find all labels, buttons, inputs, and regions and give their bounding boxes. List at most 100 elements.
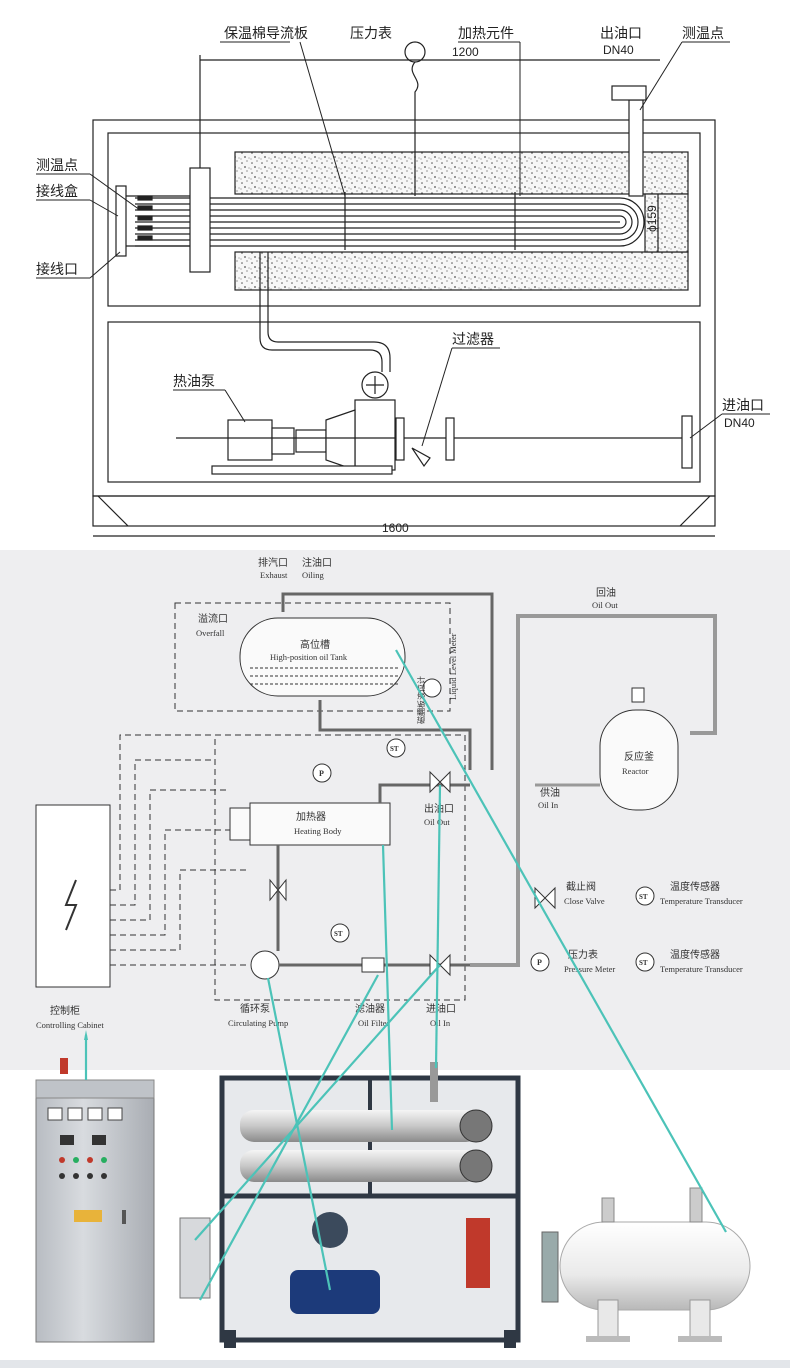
leader-heater xyxy=(381,844,394,1131)
schematic-labels: 排汽口 Exhaust 注油口 Oiling 溢流口 Overfall 高位槽 … xyxy=(36,556,743,1030)
legend-p-cn: 压力表 xyxy=(568,948,598,961)
pressure-gauge-symbol-label: P xyxy=(319,769,324,778)
exhaust-cn: 排汽口 xyxy=(258,556,288,569)
oiling-cn: 注油口 xyxy=(302,556,332,569)
legend-valve-cn: 截止阀 xyxy=(566,880,596,893)
legend-st-icon-2 xyxy=(635,952,655,972)
label-diameter: ϕ159 xyxy=(645,205,659,232)
pump-housing xyxy=(354,399,396,471)
overfall-cn: 溢流口 xyxy=(198,612,228,625)
dimension-1200: 1200 xyxy=(452,45,479,59)
legend-st-icon-1 xyxy=(635,886,655,906)
label-heating-element: 加热元件 xyxy=(458,26,514,42)
outlet-valve-icon xyxy=(429,770,451,794)
label-oil-outlet: 出油口 xyxy=(600,26,642,42)
left-flange xyxy=(189,167,211,273)
schematic-background xyxy=(0,550,790,1070)
legend-st-1-label: ST xyxy=(639,893,648,901)
junction-box xyxy=(115,185,127,257)
leader-inlet xyxy=(194,964,441,1241)
insulation-end xyxy=(644,193,689,253)
insulation-bottom xyxy=(234,251,689,291)
st-sensor-bottom-label: ST xyxy=(334,930,343,938)
tank-en: High-position oil Tank xyxy=(270,652,348,662)
frame-base xyxy=(92,495,716,527)
base-feet xyxy=(97,495,711,527)
level-cn: 磁翻板液位计 xyxy=(416,676,426,724)
legend-p-en: Pressure Meter xyxy=(564,964,615,974)
cabinet-cn: 控制柜 xyxy=(50,1004,80,1017)
st-sensor-top-label: ST xyxy=(390,745,399,753)
warning-light-icon xyxy=(60,1058,68,1074)
pump-motor xyxy=(227,419,273,461)
label-oil-inlet-size: DN40 xyxy=(724,416,755,430)
st-sensor-top xyxy=(386,738,406,758)
inlet-cn: 进油口 xyxy=(426,1002,456,1015)
oiling-en: Oiling xyxy=(302,570,324,580)
heater-to-pump-pipe xyxy=(259,252,383,372)
leader-tank xyxy=(395,649,727,1233)
label-pressure-gauge: 压力表 xyxy=(350,26,392,42)
label-oil-outlet-size: DN40 xyxy=(603,43,634,57)
gauge-pipe xyxy=(411,61,419,196)
heater-tube-bundle xyxy=(135,192,645,250)
overfall-en: Overfall xyxy=(196,628,225,638)
heater-dashed-box xyxy=(214,734,466,1001)
upper-chamber xyxy=(107,132,701,307)
heater-cn: 加热器 xyxy=(296,810,326,823)
heating-body xyxy=(249,802,391,846)
top-leaders xyxy=(36,41,770,447)
outlet-en: Oil Out xyxy=(424,817,450,827)
lower-chamber xyxy=(107,321,701,483)
reactor-vessel xyxy=(599,709,679,811)
photo-expansion-tank xyxy=(541,1187,751,1342)
insulation-top xyxy=(234,151,689,195)
inlet-flange xyxy=(681,415,693,469)
label-temp-point-left: 测温点 xyxy=(36,158,78,174)
indicator-lamps xyxy=(59,1157,107,1179)
leader-pump xyxy=(266,977,332,1291)
level-en: Liquid Level Meter xyxy=(448,633,458,700)
filter-en: Oil Filter xyxy=(358,1018,390,1028)
legend-st-2-cn: 温度传感器 xyxy=(670,948,720,961)
heater-en: Heating Body xyxy=(294,826,342,836)
legend-valve-en: Close Valve xyxy=(564,896,605,906)
pump-valve-symbol xyxy=(269,878,287,902)
filter-canister-photo xyxy=(466,1218,490,1288)
pressure-gauge-icon xyxy=(404,41,426,63)
legend-st-2-en: Temperature Transducer xyxy=(660,964,743,974)
label-wiring-port: 接线口 xyxy=(36,261,78,278)
legend-st-1-cn: 温度传感器 xyxy=(670,880,720,893)
label-insulation-baffle: 保温棉导流板 xyxy=(224,25,308,42)
top-labels: 保温棉导流板 压力表 加热元件 出油口 DN40 测温点 1200 测温点 接线… xyxy=(36,25,764,535)
oil-filter-icon xyxy=(361,957,385,973)
leader-filter xyxy=(199,974,379,1301)
level-meter-icon xyxy=(422,678,442,698)
label-temp-point-top: 测温点 xyxy=(682,26,724,42)
pump-en: Circulating Pump xyxy=(228,1018,288,1028)
photo-control-cabinet xyxy=(35,1058,155,1343)
inlet-en: Oil In xyxy=(430,1018,451,1028)
dimension-1600-label: 1600 xyxy=(382,521,409,535)
label-filter: 过滤器 xyxy=(452,332,494,348)
legend-st-2-label: ST xyxy=(639,959,648,967)
pump-skid xyxy=(211,465,393,475)
legend-p-label: P xyxy=(537,958,542,967)
pressure-gauge-symbol xyxy=(312,763,332,783)
legend-p-icon xyxy=(530,952,550,972)
reactor-en: Reactor xyxy=(622,766,649,776)
cabinet-en: Controlling Cabinet xyxy=(36,1020,104,1030)
exhaust-en: Exhaust xyxy=(260,570,288,580)
leader-outlet xyxy=(434,784,442,1069)
schematic xyxy=(35,592,717,1001)
filter-body xyxy=(411,447,431,468)
outlet-flange xyxy=(611,85,647,101)
circulating-pump-icon xyxy=(250,950,280,980)
control-cabinet-symbol xyxy=(35,804,111,988)
label-oil-inlet: 进油口 xyxy=(722,398,764,414)
legend-st-1-en: Temperature Transducer xyxy=(660,896,743,906)
oil-out-top-cn: 回油 xyxy=(596,586,616,599)
pump-motor-photo xyxy=(290,1270,380,1314)
top-engineering-drawing xyxy=(92,41,716,537)
